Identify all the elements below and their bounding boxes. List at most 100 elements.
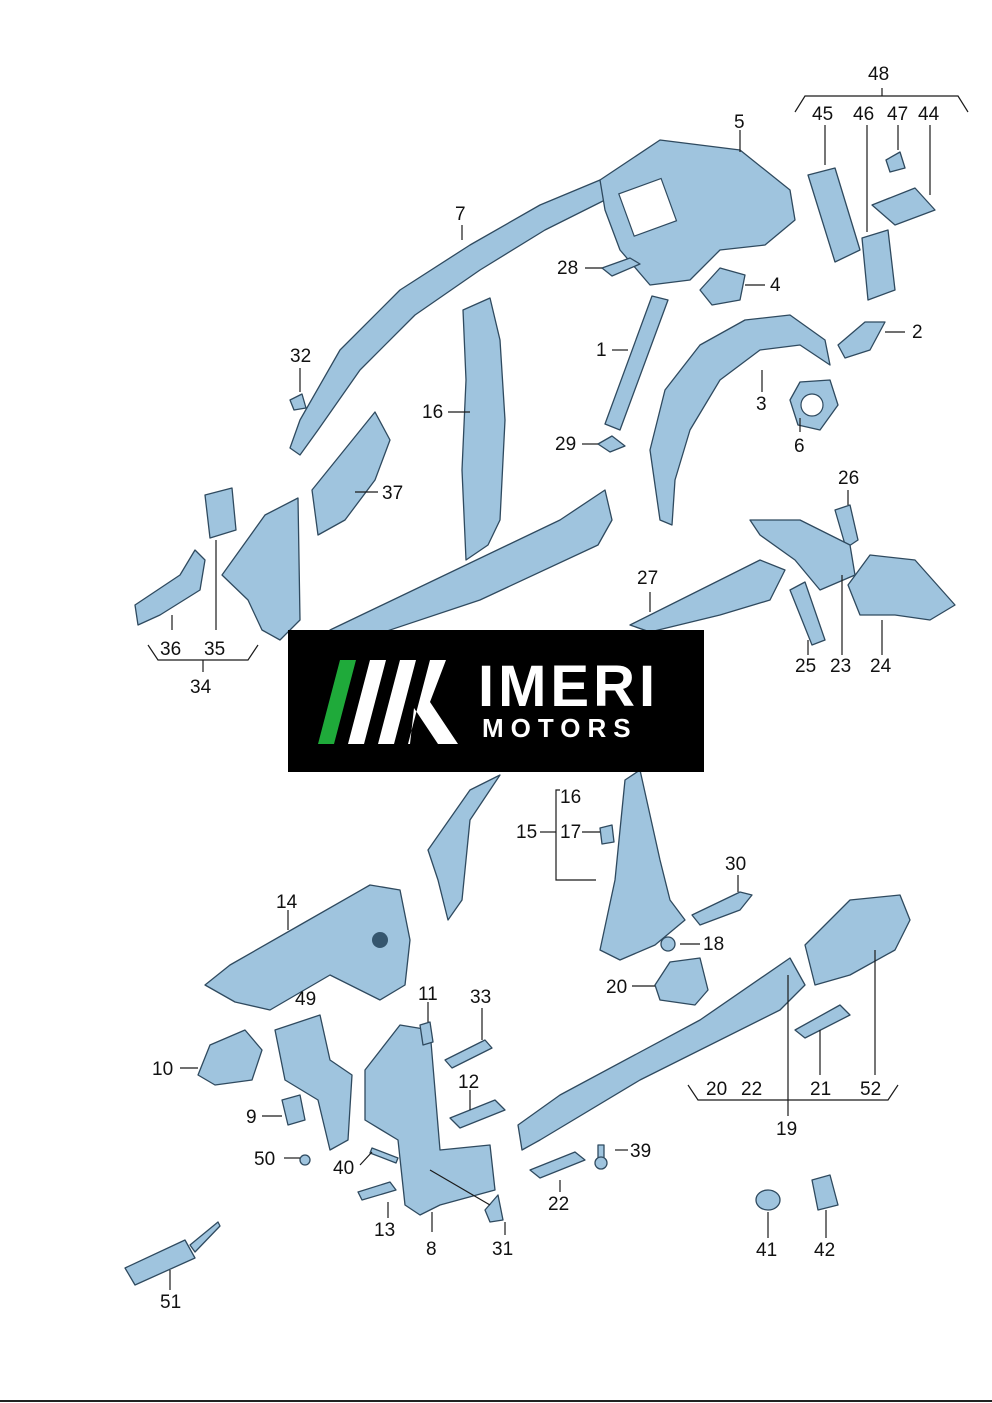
part-4-bracket [699,267,746,306]
imeri-motors-logo: IMERI MOTORS [288,630,704,772]
label-31: 31 [492,1239,513,1260]
label-22-group: 22 [741,1079,762,1100]
label-16-lower: 16 [560,787,581,808]
part-10-mount [197,1029,263,1086]
part-45-panel [807,167,861,263]
logo-stripe-white-2 [378,660,416,744]
logo-stripes-mark [318,660,458,744]
part-7-roof-side-rail [289,179,606,456]
part-25-bracket [789,581,826,646]
part-40-bolt [369,1147,399,1164]
label-37: 37 [382,483,403,504]
logo-stripe-white-3 [408,660,458,744]
label-46: 46 [853,104,874,125]
bottom-rule [0,1400,992,1402]
label-11: 11 [418,984,438,1005]
part-14-hole [372,932,388,948]
part-49-inner-panel [274,1014,353,1151]
part-44-plate [871,187,936,226]
label-23: 23 [830,656,851,677]
part-20-bracket [654,957,709,1006]
part-2-gusset [837,321,886,359]
part-16-b-pillar [461,297,506,561]
part-11-clip [419,1021,434,1046]
part-6-opening [800,393,824,417]
leader-lines [147,88,969,1290]
label-30: 30 [725,854,746,875]
part-14-front-longitudinal [204,884,411,1011]
label-26: 26 [838,468,859,489]
part-23-panel [749,519,856,591]
label-20-upper: 20 [606,977,627,998]
label-4: 4 [770,275,781,296]
label-18: 18 [703,934,724,955]
label-15: 15 [516,822,537,843]
label-44: 44 [918,104,940,125]
part-39-bolt-head [594,1156,608,1170]
part-9-bracket [281,1094,306,1126]
label-7: 7 [455,204,466,225]
label-13: 13 [374,1220,395,1241]
part-31-bracket [484,1194,504,1223]
label-52: 52 [860,1079,881,1100]
part-37-reinforcement [311,411,391,536]
label-33: 33 [470,987,491,1008]
part-24-panel [847,554,956,621]
label-42: 42 [814,1240,835,1261]
part-13-bracket [357,1181,397,1201]
label-8: 8 [426,1239,437,1260]
part-52-rear-sill-extension [804,894,911,986]
part-41-nut [755,1189,781,1211]
label-20-lower: 20 [706,1079,727,1100]
logo-stripe-green [318,660,356,744]
part-22-bracket [529,1151,586,1179]
label-34: 34 [190,677,212,698]
part-50-clip [299,1154,311,1166]
part-12-bracket [449,1099,506,1129]
label-5: 5 [734,112,745,133]
label-21: 21 [810,1079,831,1100]
part-29-clip [597,435,626,453]
label-12: 12 [458,1072,479,1093]
part-36-front-piece [134,549,206,626]
label-10: 10 [152,1059,173,1080]
label-14: 14 [276,892,298,913]
part-16-b-pillar-lower [599,769,686,961]
part-47-clip [885,151,906,173]
label-17: 17 [560,822,581,843]
label-51: 51 [160,1292,181,1313]
label-27: 27 [637,568,658,589]
label-50: 50 [254,1149,275,1170]
label-25: 25 [795,656,816,677]
part-5-rear-quarter-panel [599,139,796,286]
part-32-clip [289,393,307,411]
label-45: 45 [812,104,833,125]
part-30-bracket [691,891,753,926]
label-40: 40 [333,1158,354,1179]
part-21-bracket [794,1004,851,1039]
label-24: 24 [870,656,892,677]
part-33-bracket [444,1039,493,1069]
part-3-wheelhouse [649,314,831,526]
logo-word-motors: MOTORS [482,713,638,743]
part-18-clip [660,936,676,952]
part-26-clip [834,504,859,549]
label-3: 3 [756,394,767,415]
part-28-clip [601,257,641,277]
part-pillar-lower-section [427,774,501,921]
logo-stripe-white-1 [348,660,386,744]
part-17-clip [599,824,615,845]
part-19-side-sill [517,957,806,1151]
label-41: 41 [756,1240,777,1261]
part-5-window-opening [618,177,678,237]
label-22: 22 [548,1194,569,1215]
part-51-nozzle [189,1221,221,1253]
label-1: 1 [596,340,607,361]
part-51-sealant-cartridge [124,1239,196,1286]
label-48: 48 [868,64,889,85]
label-16-upper: 16 [422,402,443,423]
label-2: 2 [912,322,923,343]
logo-word-imeri: IMERI [478,654,660,719]
label-19: 19 [776,1119,797,1140]
